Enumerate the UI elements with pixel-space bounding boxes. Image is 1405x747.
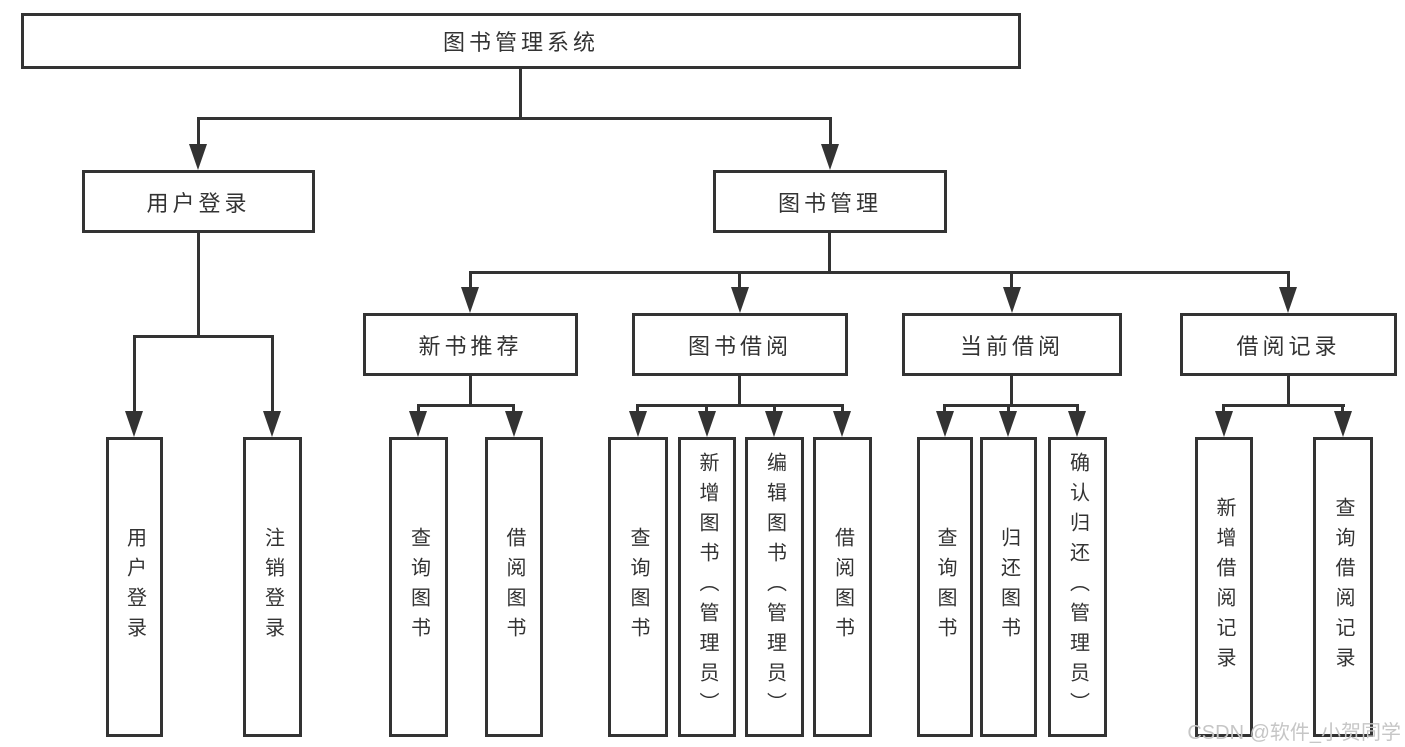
connector-hline <box>470 271 1290 274</box>
node-label: 用户登录 <box>146 190 251 216</box>
leaf-logout: 注销登录 <box>243 437 302 737</box>
connector-hline <box>417 404 515 407</box>
connector-vline <box>829 117 832 146</box>
connector-vline <box>271 335 274 413</box>
connector-vline <box>841 404 844 413</box>
leaf-label: 查询图书 <box>627 527 649 647</box>
leaf-label: 用户登录 <box>123 527 146 647</box>
node-label: 图书管理系统 <box>442 30 599 55</box>
node-label: 借阅记录 <box>1236 333 1341 359</box>
connector-hline <box>636 404 844 407</box>
connector-vline <box>469 376 472 407</box>
leaf-current-return-books: 归还图书 <box>980 437 1037 737</box>
leaf-label: 借阅图书 <box>503 527 525 647</box>
arrowhead-down-icon <box>698 411 716 437</box>
node-label: 图书管理 <box>777 190 882 216</box>
arrowhead-down-icon <box>409 411 427 437</box>
connector-vline <box>417 404 420 413</box>
connector-vline <box>943 404 946 413</box>
arrowhead-down-icon <box>999 411 1017 437</box>
connector-hline <box>1222 404 1345 407</box>
arrowhead-down-icon <box>189 144 207 170</box>
connector-vline <box>705 404 708 413</box>
connector-hline <box>133 335 274 338</box>
arrowhead-down-icon <box>1003 287 1021 313</box>
leaf-label: 查询图书 <box>407 527 430 647</box>
node-user-login: 用户登录 <box>82 170 315 233</box>
arrowhead-down-icon <box>1215 411 1233 437</box>
arrowhead-down-icon <box>765 411 783 437</box>
leaf-label: 新增图书（管理员） <box>696 452 718 722</box>
arrowhead-down-icon <box>1334 411 1352 437</box>
node-book-management-system: 图书管理系统 <box>21 13 1021 69</box>
leaf-current-query-books: 查询图书 <box>917 437 973 737</box>
node-book-borrowing: 图书借阅 <box>632 313 848 376</box>
node-book-management: 图书管理 <box>713 170 947 233</box>
leaf-label: 查询图书 <box>934 527 956 647</box>
leaf-label: 借阅图书 <box>831 527 854 647</box>
leaf-borrowing-query-books: 查询图书 <box>608 437 668 737</box>
connector-vline <box>738 376 741 407</box>
connector-vline <box>133 335 136 413</box>
leaf-label: 查询借阅记录 <box>1332 497 1354 677</box>
connector-vline <box>197 233 200 338</box>
connector-vline <box>1007 404 1010 413</box>
connector-vline <box>1076 404 1079 413</box>
leaf-borrowing-edit-books-admin: 编辑图书（管理员） <box>745 437 804 737</box>
leaf-label: 确认归还（管理员） <box>1066 452 1089 722</box>
leaf-label: 新增借阅记录 <box>1213 497 1235 677</box>
connector-vline <box>1341 404 1344 413</box>
leaf-borrowing-add-books-admin: 新增图书（管理员） <box>678 437 736 737</box>
arrowhead-down-icon <box>263 411 281 437</box>
connector-vline <box>197 117 200 146</box>
node-borrowing-records: 借阅记录 <box>1180 313 1397 376</box>
connector-vline <box>636 404 639 413</box>
leaf-recommend-query-books: 查询图书 <box>389 437 448 737</box>
arrowhead-down-icon <box>1279 287 1297 313</box>
arrowhead-down-icon <box>461 287 479 313</box>
node-label: 当前借阅 <box>959 333 1064 359</box>
connector-vline <box>738 271 741 289</box>
node-current-borrowing: 当前借阅 <box>902 313 1122 376</box>
connector-vline <box>1222 404 1225 413</box>
arrowhead-down-icon <box>936 411 954 437</box>
node-new-book-recommend: 新书推荐 <box>363 313 578 376</box>
leaf-label: 编辑图书（管理员） <box>763 452 786 722</box>
connector-vline <box>469 271 472 289</box>
arrowhead-down-icon <box>629 411 647 437</box>
leaf-recommend-borrow-books: 借阅图书 <box>485 437 543 737</box>
leaf-borrowing-borrow-books: 借阅图书 <box>813 437 872 737</box>
arrowhead-down-icon <box>1068 411 1086 437</box>
connector-vline <box>773 404 776 413</box>
connector-vline <box>1010 376 1013 407</box>
csdn-watermark: CSDN @软件_小贺同学 <box>1187 722 1401 744</box>
leaf-records-query-record: 查询借阅记录 <box>1313 437 1373 737</box>
arrowhead-down-icon <box>125 411 143 437</box>
connector-vline <box>519 69 522 120</box>
connector-hline <box>197 117 832 120</box>
leaf-label: 归还图书 <box>997 527 1020 647</box>
connector-vline <box>1287 271 1290 289</box>
leaf-current-confirm-return-admin: 确认归还（管理员） <box>1048 437 1107 737</box>
node-label: 新书推荐 <box>418 333 523 359</box>
arrowhead-down-icon <box>833 411 851 437</box>
leaf-label: 注销登录 <box>261 527 284 647</box>
connector-hline <box>943 404 1079 407</box>
arrowhead-down-icon <box>821 144 839 170</box>
arrowhead-down-icon <box>505 411 523 437</box>
arrowhead-down-icon <box>731 287 749 313</box>
connector-vline <box>1010 271 1013 289</box>
connector-vline <box>1287 376 1290 407</box>
connector-vline <box>828 233 831 274</box>
node-label: 图书借阅 <box>687 333 792 359</box>
leaf-records-add-record: 新增借阅记录 <box>1195 437 1253 737</box>
leaf-user-login: 用户登录 <box>106 437 163 737</box>
connector-vline <box>512 404 515 413</box>
